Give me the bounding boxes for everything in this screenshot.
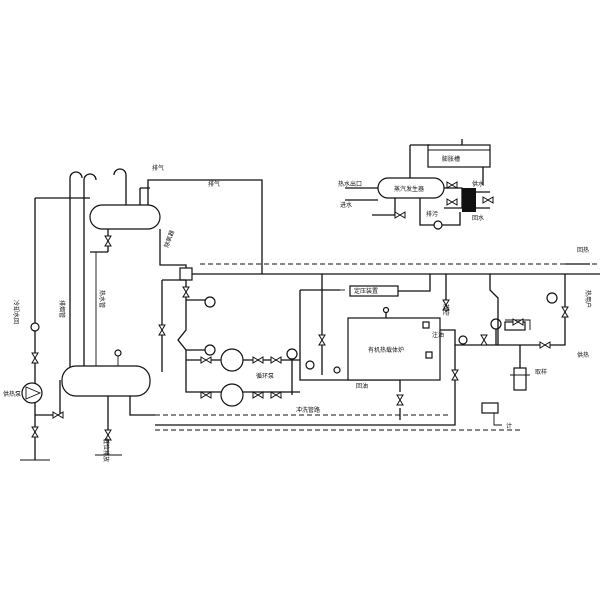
top-subsystem: 膨胀槽 蒸汽发生器 热水出口 进水 供水 回水 排污 — [338, 139, 494, 230]
sample-point-label: 取样 — [535, 368, 547, 376]
flow-meter — [458, 335, 468, 345]
user-return-valve[interactable] — [561, 306, 569, 318]
top-valve-2[interactable] — [446, 198, 458, 206]
supply-to-label: 供热 — [577, 351, 589, 359]
sample-vessel — [513, 367, 527, 391]
top-left-note2: 进水 — [340, 201, 352, 209]
user-side: 取样 回热 供热 热用户 计 — [470, 246, 592, 430]
boiler-port — [425, 351, 433, 359]
pi-4 — [305, 360, 315, 370]
pump1-in-valve[interactable] — [200, 356, 212, 364]
top-vessel-label: 蒸汽发生器 — [394, 185, 424, 193]
deaerator-label: 除氧器 — [162, 229, 176, 249]
deaerator-drain-valve[interactable] — [104, 235, 112, 247]
boiler-burner — [422, 321, 430, 329]
heat-supply-pump — [21, 382, 43, 404]
boiler-group: 有机热载体炉 注油 放空 — [347, 274, 470, 381]
purge-pipe-label: 冲洗管路 — [296, 406, 320, 414]
top-tank — [427, 144, 491, 168]
circulation-pump-label: 循环泵 — [256, 372, 274, 380]
pressure-device-label: 定压装置 — [354, 287, 378, 295]
top-heat-exchanger — [462, 188, 476, 212]
pi-2 — [204, 344, 216, 356]
pi-3 — [286, 348, 298, 360]
pump2-out-valve-a[interactable] — [252, 391, 264, 399]
exhaust-small-label: 排气 — [152, 164, 164, 172]
control-box — [481, 402, 499, 414]
top-valve-1[interactable] — [446, 181, 458, 189]
left-system: 除氧器 排气 排气 冷却水回 排烟管 热水管 供热泵 低位排放 — [3, 164, 263, 462]
top-tank-label: 膨胀槽 — [442, 155, 460, 163]
user-valve-1[interactable] — [480, 334, 488, 346]
left-gauge — [30, 322, 40, 332]
boiler-out-valve[interactable] — [451, 369, 459, 381]
hot-water-pipe-label: 热水管 — [98, 290, 106, 308]
heat-supply-pump-label: 供热泵 — [3, 390, 21, 398]
fill-inlet-label: 注油 — [432, 331, 444, 339]
top-pump — [433, 220, 443, 230]
pump2-in-valve[interactable] — [200, 391, 212, 399]
return-pipe-label: 回油 — [356, 382, 368, 390]
return-to-label: 回热 — [577, 246, 589, 254]
low-drain-label: 低位排放 — [102, 438, 110, 462]
exhaust-label: 排气 — [208, 180, 220, 188]
center-system: 循环泵 定压装置 回油 冲洗管路 — [155, 229, 600, 431]
expansion-vent-label: 放空 — [442, 304, 450, 316]
left-horizontal-valve[interactable] — [52, 411, 64, 419]
control-box-label: 计 — [506, 422, 512, 430]
top-right-note1: 供水 — [472, 180, 484, 188]
storage-tank — [61, 365, 151, 397]
tank-gauge — [114, 349, 122, 357]
bypass-valve[interactable] — [318, 334, 326, 346]
center-valve-left[interactable] — [158, 324, 166, 336]
left-valve-upper[interactable] — [31, 352, 39, 364]
filter-box — [179, 267, 193, 281]
top-left-note: 热水出口 — [338, 180, 362, 188]
pi-1 — [204, 296, 216, 308]
deaerator — [89, 204, 161, 230]
left-valve-lower[interactable] — [31, 426, 39, 438]
top-valve-3[interactable] — [482, 196, 494, 204]
pump1-out-valve-a[interactable] — [252, 356, 264, 364]
top-right-note2: 回水 — [472, 214, 484, 222]
boiler-vent-gauge — [382, 306, 390, 314]
return-valve[interactable] — [396, 394, 404, 406]
pi-5 — [333, 366, 341, 374]
pump1-out-valve-b[interactable] — [270, 356, 282, 364]
top-valve-4[interactable] — [394, 211, 406, 219]
user-label: 热用户 — [584, 290, 592, 308]
pi-6 — [490, 318, 502, 330]
filter-valve[interactable] — [182, 286, 190, 298]
pump2-out-valve-b[interactable] — [270, 391, 282, 399]
circulation-pump-2 — [220, 383, 244, 407]
user-supply-valve[interactable] — [539, 341, 551, 349]
steam-pipe-label: 排烟管 — [58, 300, 66, 318]
pi-7 — [546, 292, 558, 304]
top-right-note3: 排污 — [426, 210, 438, 218]
boiler-label: 有机热载体炉 — [368, 346, 404, 354]
circulation-pump-1 — [220, 348, 244, 372]
cool-water-return-label: 冷却水回 — [12, 300, 20, 324]
